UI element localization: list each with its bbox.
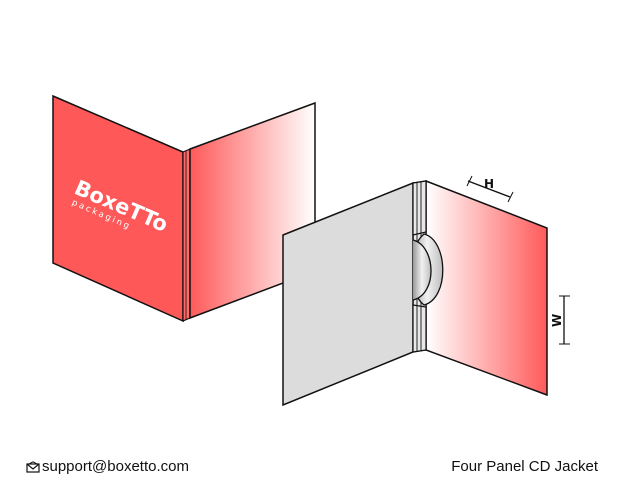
closed-jacket: BoxeTTo packaging xyxy=(52,94,316,323)
inner-right-panel xyxy=(425,179,548,397)
envelope-icon xyxy=(26,460,40,473)
product-title: Four Panel CD Jacket xyxy=(451,458,598,475)
height-dimension: H xyxy=(466,175,514,203)
width-label: W xyxy=(550,314,564,327)
closed-spine xyxy=(182,148,191,322)
support-contact: support@boxetto.com xyxy=(26,458,189,475)
open-jacket xyxy=(282,179,548,407)
width-dimension: W xyxy=(550,295,570,345)
height-label: H xyxy=(484,177,494,191)
support-email[interactable]: support@boxetto.com xyxy=(42,458,189,475)
